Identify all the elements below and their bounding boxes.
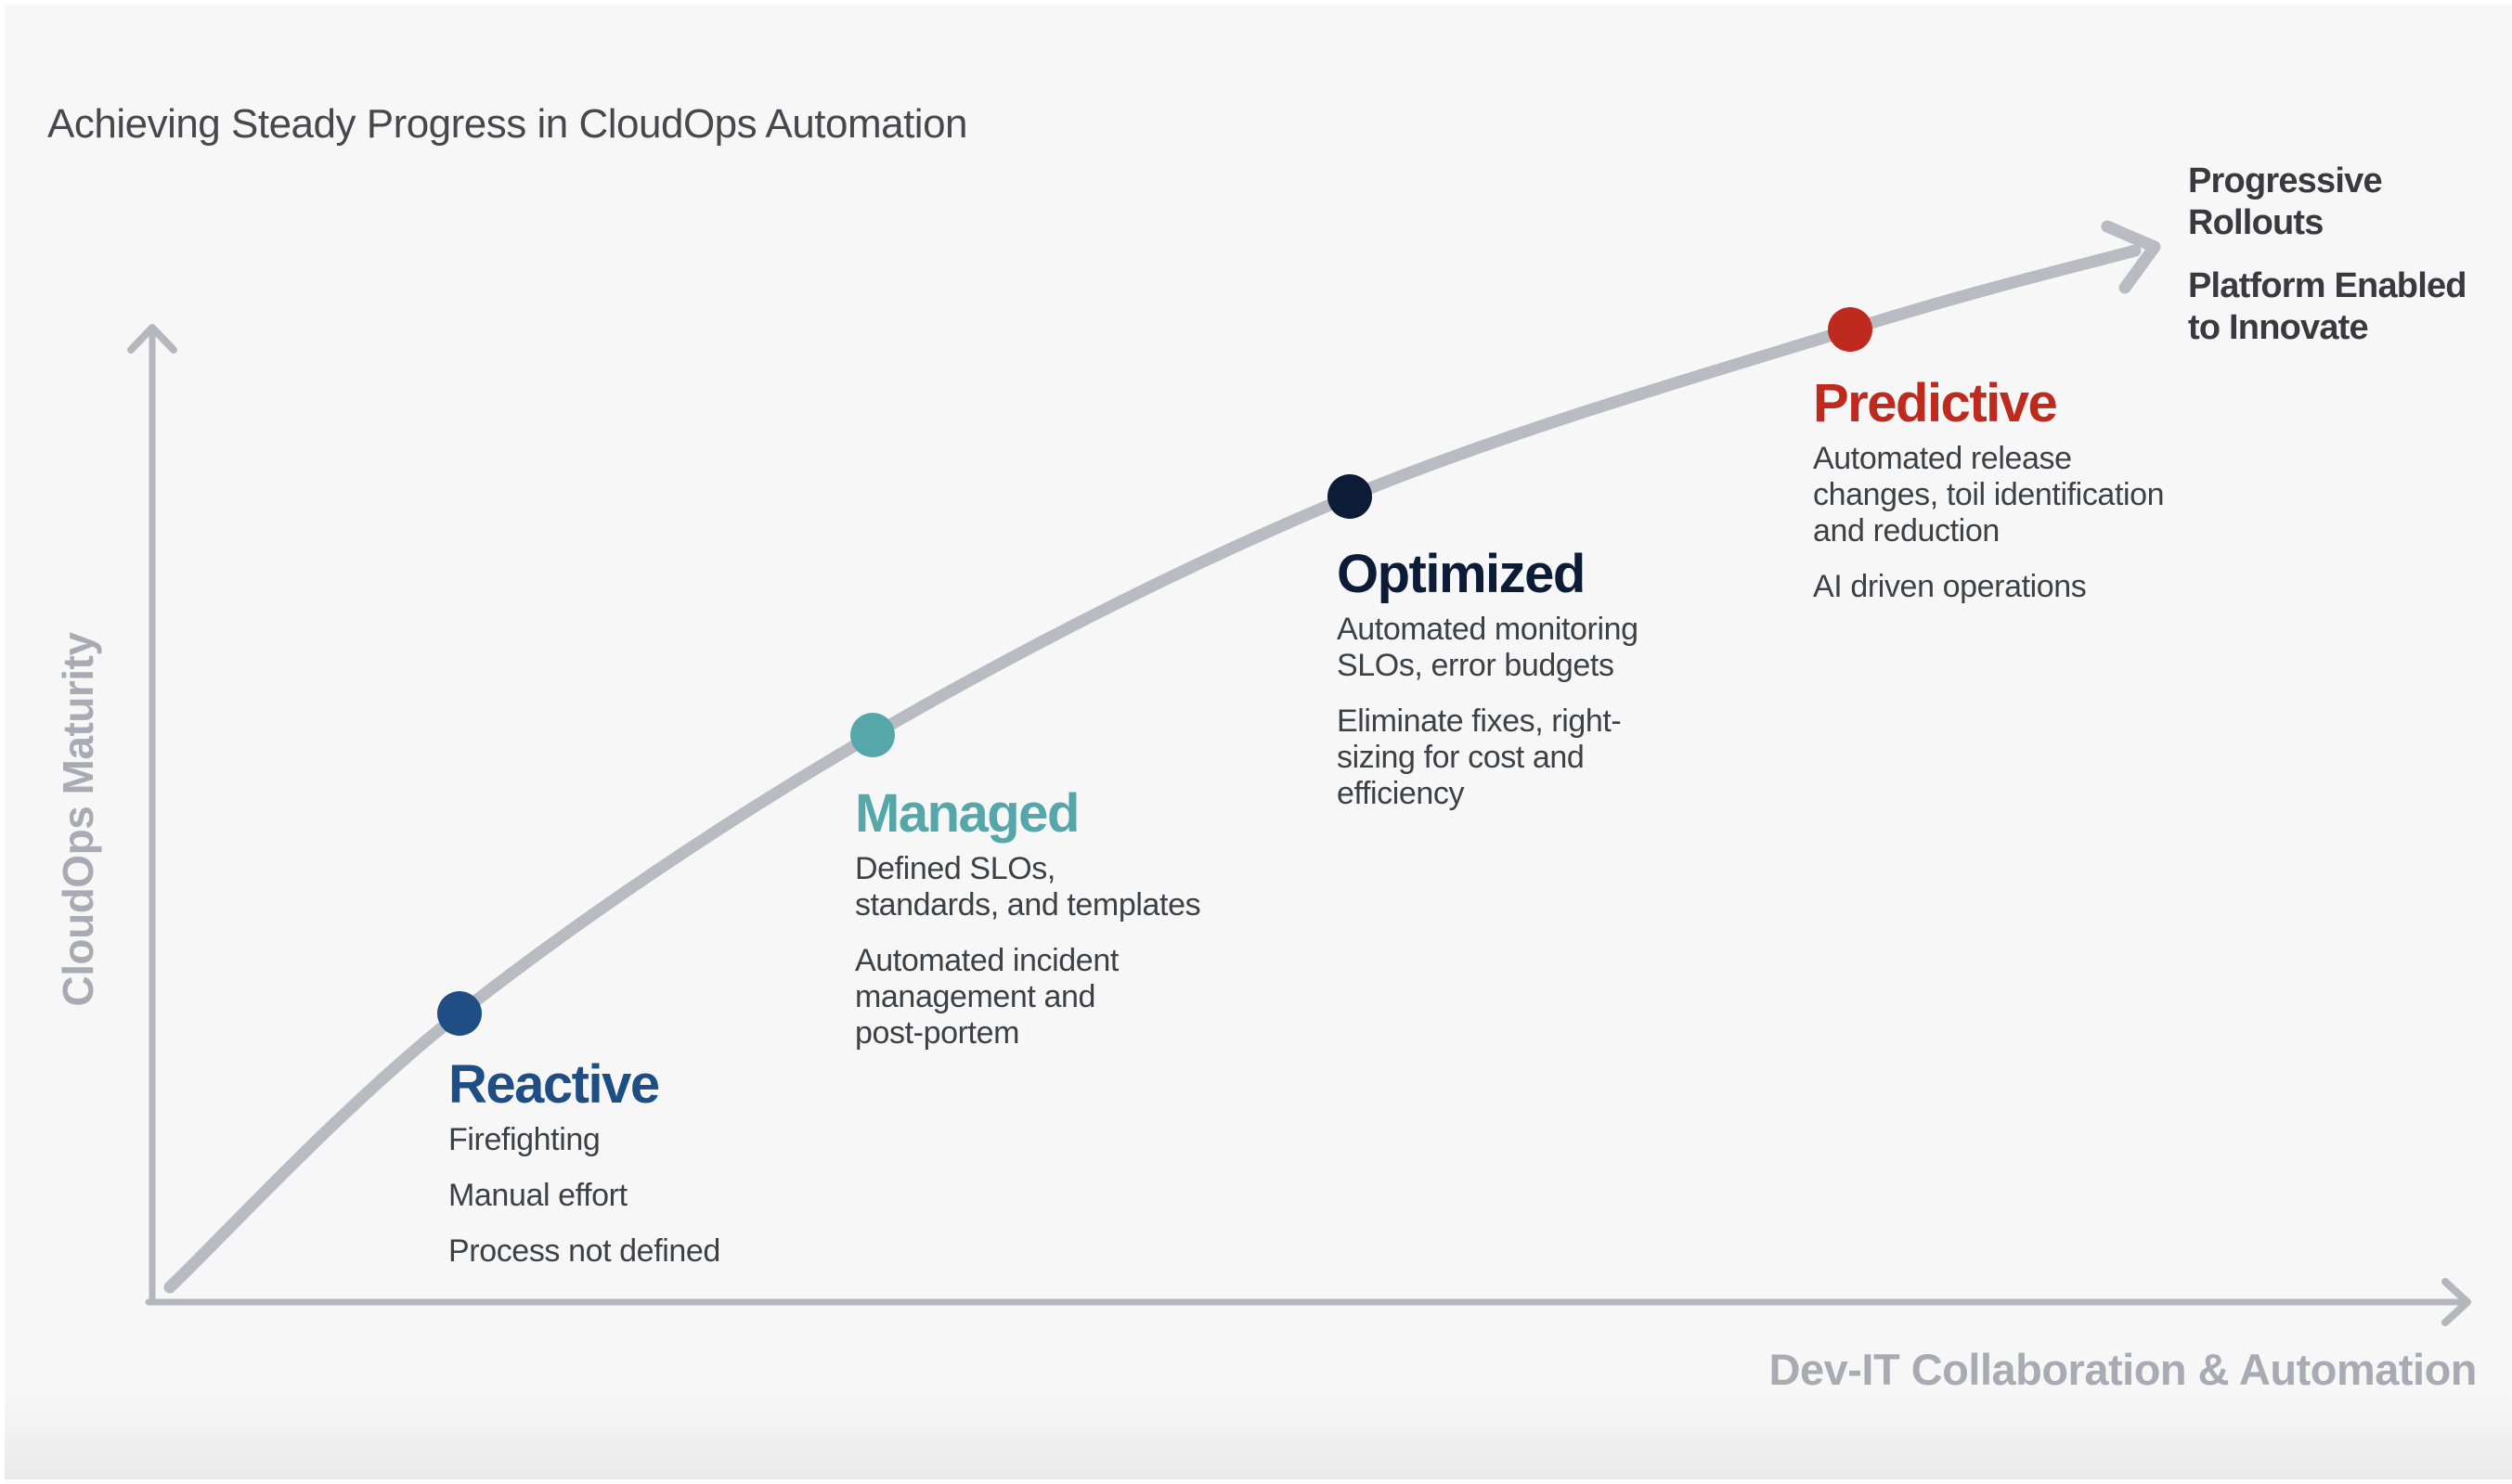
stage-heading-reactive: Reactive: [448, 1054, 660, 1115]
stage-paragraph: Defined SLOs, standards, and templates: [855, 851, 1338, 923]
stage-paragraph: Automated release changes, toil identifi…: [1813, 441, 2296, 549]
stage-description-line: Automated incident: [855, 943, 1119, 978]
diagram-canvas: Achieving Steady Progress in CloudOps Au…: [5, 5, 2512, 1479]
curve-endnote: Progressive Rollouts Platform Enabled to…: [2188, 161, 2467, 370]
curve-arrowhead-icon: [2101, 220, 2161, 294]
stage-dot-reactive: [437, 991, 482, 1036]
stage-block-predictive: Predictive Automated release changes, to…: [1813, 374, 2296, 625]
stage-description-line: AI driven operations: [1813, 569, 2087, 604]
endnote-progressive-rollouts: Progressive Rollouts: [2188, 161, 2467, 244]
stage-description-line: and reduction: [1813, 513, 2000, 548]
stage-paragraph: Automated incident management and post-p…: [855, 943, 1338, 1052]
stage-description-line: post-portem: [855, 1015, 1020, 1051]
stage-block-managed: Managed Defined SLOs, standards, and tem…: [855, 784, 1338, 1071]
stage-description-line: Automated release: [1813, 441, 2072, 476]
stage-dot-optimized: [1327, 474, 1372, 519]
stage-description-line: efficiency: [1337, 776, 1465, 811]
stage-block-optimized: Optimized Automated monitoring SLOs, err…: [1337, 545, 1819, 832]
stage-heading-managed: Managed: [855, 783, 1080, 844]
stage-description-line: Defined SLOs,: [855, 851, 1055, 886]
stage-description-line: sizing for cost and: [1337, 740, 1585, 775]
stage-paragraph: AI driven operations: [1813, 569, 2296, 605]
stage-heading-optimized: Optimized: [1337, 544, 1586, 604]
maturity-plot: [127, 220, 2471, 1326]
stage-block-reactive: Reactive Firefighting Manual effort Proc…: [448, 1055, 931, 1289]
x-axis-arrowhead-icon: [2441, 1278, 2471, 1326]
stage-description-line: SLOs, error budgets: [1337, 648, 1614, 683]
endnote-line: to Innovate: [2188, 308, 2369, 347]
stage-description-line: Manual effort: [448, 1178, 628, 1213]
stage-paragraph: Manual effort: [448, 1178, 931, 1214]
stage-description-line: changes, toil identification: [1813, 477, 2165, 512]
stage-heading-predictive: Predictive: [1813, 373, 2058, 433]
stage-dot-predictive: [1828, 307, 1872, 352]
y-axis-arrowhead-icon: [127, 324, 177, 354]
stage-paragraph: Process not defined: [448, 1233, 931, 1270]
stage-paragraph: Automated monitoring SLOs, error budgets: [1337, 612, 1819, 684]
stage-description-line: Process not defined: [448, 1233, 720, 1269]
x-axis-label: Dev-IT Collaboration & Automation: [1768, 1345, 2478, 1394]
endnote-line: Progressive: [2188, 161, 2383, 200]
stage-dot-managed: [850, 713, 895, 757]
stage-description-line: standards, and templates: [855, 887, 1201, 923]
y-axis-label: CloudOps Maturity: [54, 632, 102, 1007]
stage-description-line: Automated monitoring: [1337, 612, 1638, 647]
stage-paragraph: Eliminate fixes, right- sizing for cost …: [1337, 703, 1819, 812]
endnote-platform-enabled: Platform Enabled to Innovate: [2188, 265, 2467, 349]
stage-description-line: management and: [855, 979, 1096, 1014]
stage-paragraph: Firefighting: [448, 1122, 931, 1158]
endnote-line: Rollouts: [2188, 203, 2324, 242]
page-title: Achieving Steady Progress in CloudOps Au…: [47, 101, 968, 147]
stage-description-line: Firefighting: [448, 1122, 601, 1157]
stage-description-line: Eliminate fixes, right-: [1337, 703, 1622, 739]
endnote-line: Platform Enabled: [2188, 266, 2467, 305]
